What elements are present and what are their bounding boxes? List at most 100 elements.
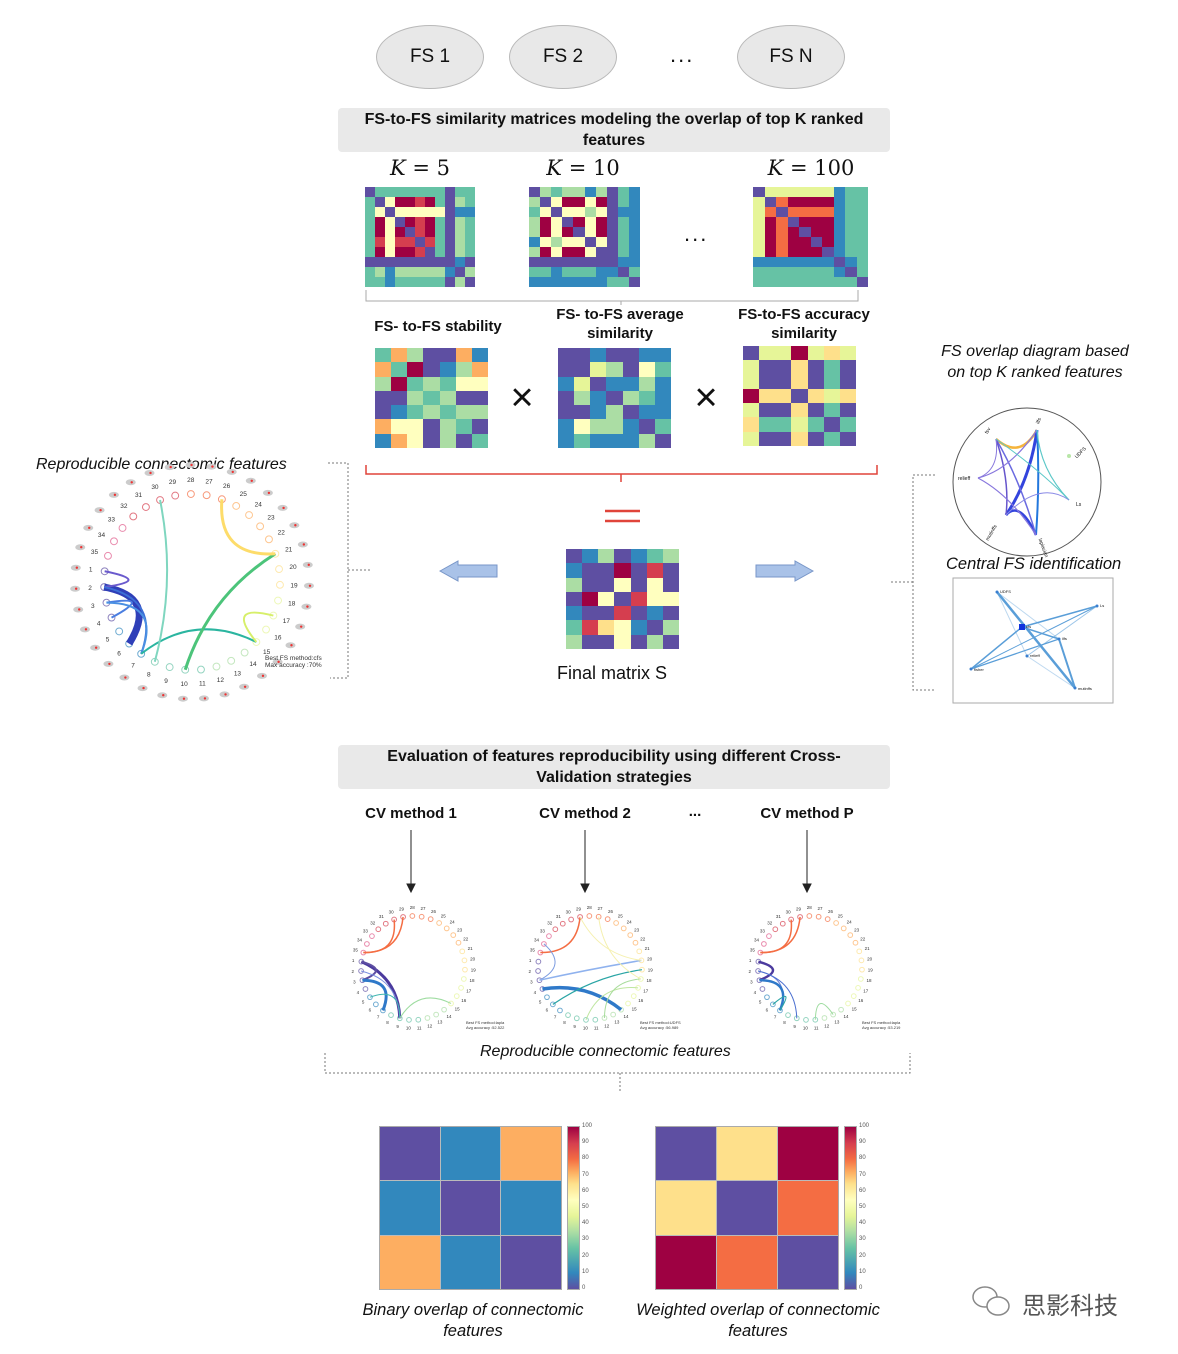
brain-region-dot	[307, 563, 310, 567]
matrix-cell	[622, 376, 639, 391]
cv-method-1-label: CV method 1	[365, 805, 457, 822]
matrix-cell	[405, 257, 415, 267]
matrix-cell	[753, 257, 765, 267]
chord-node-label: 26	[223, 483, 231, 490]
matrix-cell	[574, 348, 591, 363]
matrix-cell	[415, 197, 425, 207]
matrix-cell	[582, 577, 599, 592]
matrix-cell	[455, 376, 472, 391]
chord-node-label: 30	[786, 909, 792, 914]
chord-node-label: 1	[89, 567, 93, 574]
matrix-cell	[375, 217, 385, 227]
matrix-cell	[764, 257, 776, 267]
matrix-cell	[584, 217, 596, 227]
matrix-cell	[385, 217, 395, 227]
matrix-cell	[574, 405, 591, 420]
chord-node	[436, 920, 442, 926]
chord-node	[779, 920, 786, 927]
matrix-cell	[405, 247, 415, 257]
matrix-cell	[595, 187, 607, 197]
chord-node	[838, 1006, 844, 1013]
matrix-cell	[365, 227, 375, 237]
chord-node-label: 7	[377, 1015, 380, 1020]
chord-node-label: 10	[803, 1026, 809, 1031]
chord-edge	[542, 985, 623, 1012]
matrix-cell	[622, 362, 639, 377]
network-node-label: UDFS	[1000, 589, 1011, 594]
chord-node-label: 6	[117, 651, 121, 658]
left-panel-title: Reproducible connectomic features	[36, 456, 287, 473]
chord-node	[625, 1000, 631, 1007]
matrix-cell	[365, 187, 375, 197]
cv-banner: Evaluation of features reproducibility u…	[338, 745, 890, 789]
matrix-cell	[810, 227, 822, 237]
chord-edge	[760, 919, 793, 954]
chord-node-label: 28	[187, 477, 195, 484]
matrix-cell	[566, 577, 583, 592]
matrix-cell	[415, 247, 425, 257]
matrix-cell	[385, 267, 395, 277]
matrix-cell	[807, 388, 824, 404]
matrix-cell	[776, 207, 788, 217]
matrix-cell	[598, 620, 615, 635]
matrix-cell	[654, 348, 671, 363]
colorbar-tick: 80	[859, 1155, 866, 1162]
matrix-cell	[787, 227, 799, 237]
matrix-cell	[391, 390, 408, 406]
chord-node	[613, 920, 619, 926]
chord-node-label: 32	[370, 921, 376, 926]
matrix-cell	[628, 227, 640, 237]
heatmap-cell	[717, 1235, 777, 1289]
matrix-cell	[425, 277, 435, 287]
matrix-cell	[622, 390, 639, 406]
matrix-cell	[584, 277, 596, 287]
chord-node-label: 12	[427, 1023, 433, 1028]
matrix-cell	[455, 247, 465, 257]
matrix-cell	[375, 197, 385, 207]
matrix-cell	[455, 362, 472, 377]
brain-region-dot	[224, 693, 227, 696]
chord-node-label: 7	[131, 662, 135, 669]
chord-node-label: 34	[357, 938, 363, 943]
matrix-cell	[638, 433, 655, 448]
chord-node-label: 15	[263, 649, 271, 656]
matrix-cell	[407, 390, 424, 406]
chord-node	[755, 968, 761, 974]
matrix-cell	[833, 277, 845, 287]
matrix-cell	[622, 419, 639, 434]
matrix-cell	[415, 217, 425, 227]
matrix-cell	[435, 187, 445, 197]
matrix-cell	[455, 237, 465, 247]
chord-node-label: 3	[353, 980, 356, 985]
chord-node	[141, 503, 150, 511]
matrix-cell	[787, 197, 799, 207]
matrix-cell	[614, 577, 631, 592]
matrix-cell	[810, 257, 822, 267]
colorbar-tick: 80	[582, 1155, 589, 1162]
matrix-cell	[617, 267, 629, 277]
matrix-cell	[606, 247, 618, 257]
chord-node-label: 15	[852, 1007, 858, 1012]
matrix-cell	[614, 549, 631, 564]
heatmap-cell	[380, 1181, 440, 1235]
matrix-cell	[423, 390, 440, 406]
matrix-cell	[662, 634, 679, 649]
colorbar-tick: 60	[859, 1187, 866, 1194]
matrix-cell	[375, 237, 385, 247]
matrix-cell	[529, 237, 541, 247]
matrix-cell	[540, 207, 552, 217]
brain-region-dot	[88, 526, 91, 530]
similarity-banner: FS-to-FS similarity matrices modeling th…	[338, 108, 890, 152]
chord-node	[362, 986, 369, 992]
colorbar-tick: 50	[582, 1204, 589, 1210]
matrix-cell	[471, 376, 488, 391]
matrix-cell	[606, 207, 618, 217]
fs-node-label: FS 2	[542, 46, 584, 67]
matrix-cell	[606, 267, 618, 277]
matrix-cell	[598, 563, 615, 578]
matrix-cell	[562, 247, 574, 257]
chord-node-label: 24	[847, 920, 853, 925]
matrix-cell	[551, 207, 563, 217]
chord-node-label: 25	[240, 491, 248, 498]
